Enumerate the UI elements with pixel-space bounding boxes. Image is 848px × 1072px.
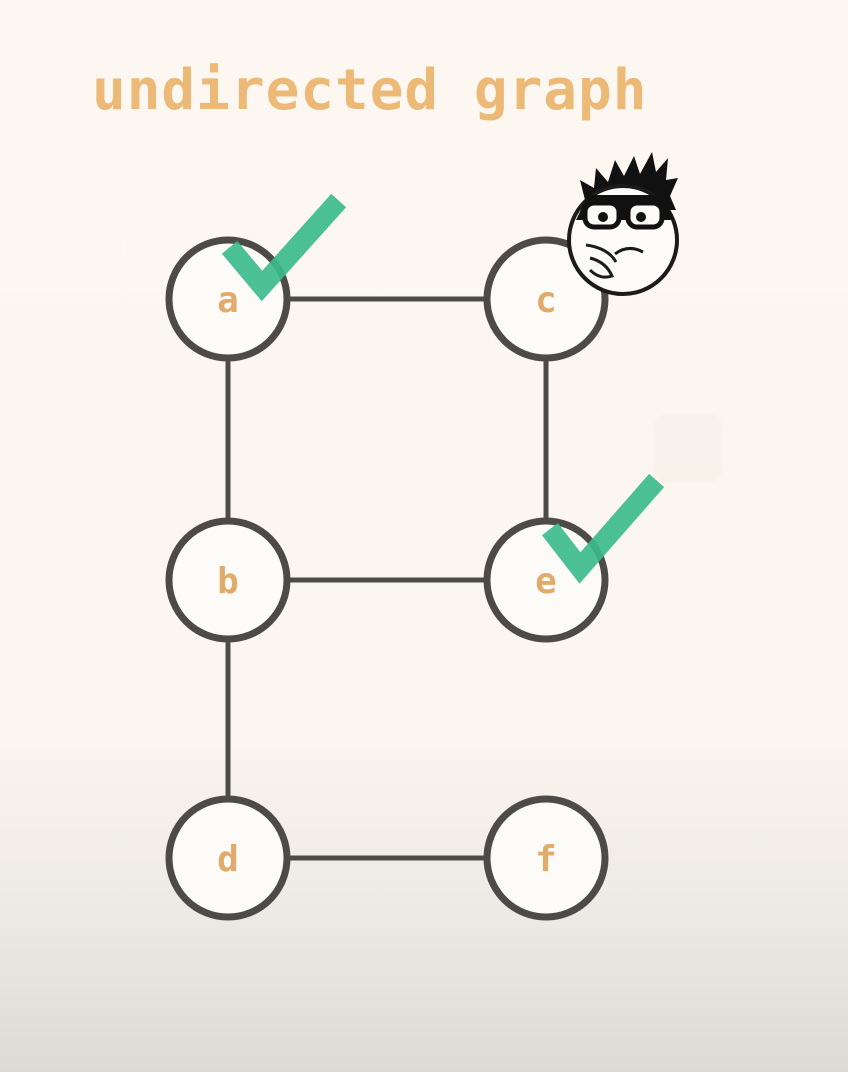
graph-node-f: f: [483, 795, 609, 921]
faint-highlight-box: [654, 414, 722, 482]
checkmark-icon: [541, 473, 665, 584]
node-label-b: b: [217, 561, 239, 602]
graph-node-d: d: [165, 795, 291, 921]
node-label-e: e: [535, 561, 557, 602]
node-label-c: c: [535, 280, 557, 321]
graph-node-b: b: [165, 517, 291, 643]
node-label-a: a: [217, 280, 239, 321]
checkmark-icon: [221, 193, 347, 302]
node-label-d: d: [217, 839, 239, 880]
thinking-character-icon: [567, 152, 679, 296]
diagram-title: undirected graph: [92, 58, 648, 123]
node-label-f: f: [535, 839, 557, 880]
